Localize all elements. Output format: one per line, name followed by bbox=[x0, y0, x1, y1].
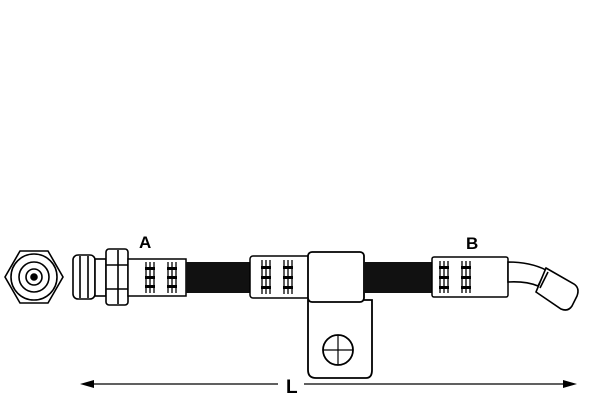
hex-nut-end-view bbox=[4, 250, 64, 304]
mounting-bracket bbox=[307, 251, 373, 379]
crimp-sleeve-middle bbox=[249, 255, 311, 299]
hose-segment-1 bbox=[186, 262, 250, 293]
arrow-left-icon bbox=[80, 380, 94, 388]
hose-segment-2 bbox=[364, 262, 432, 293]
crimp-ferrule-a bbox=[127, 258, 187, 297]
label-end-a: A bbox=[139, 233, 151, 252]
length-dimension-line bbox=[80, 380, 577, 388]
arrow-right-icon bbox=[563, 380, 577, 388]
crimp-ferrule-b bbox=[431, 256, 509, 298]
label-length: L bbox=[286, 377, 298, 398]
bent-end-tube bbox=[507, 261, 579, 311]
threaded-fitting-a bbox=[72, 248, 129, 306]
label-end-b: B bbox=[466, 234, 478, 253]
